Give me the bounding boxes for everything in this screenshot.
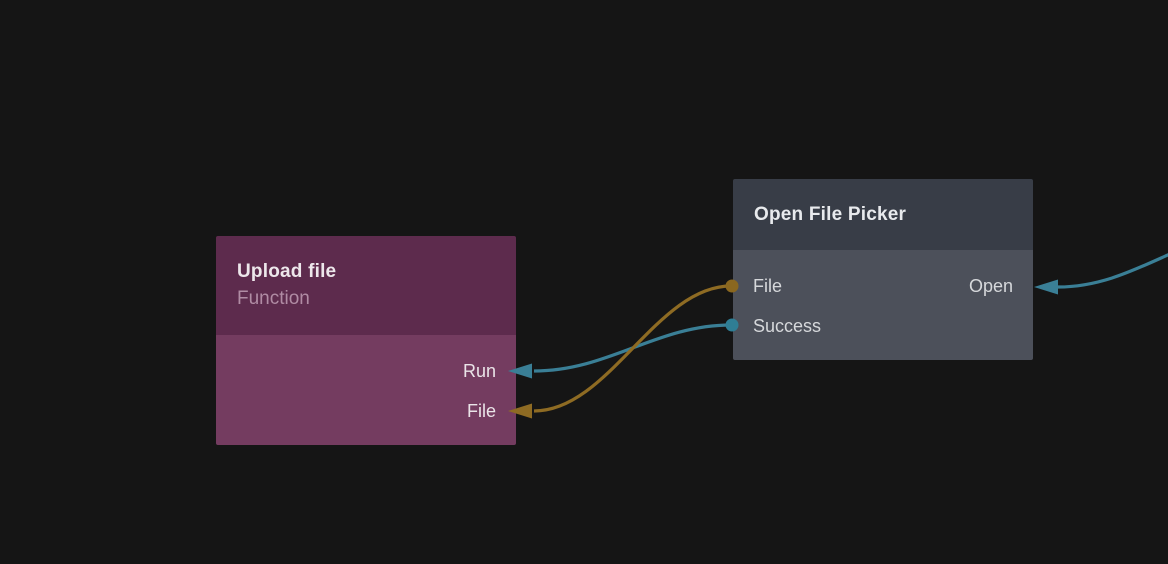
node-subtitle: Function (237, 287, 310, 309)
port-file-input[interactable]: File (466, 401, 496, 421)
node-upload-file-header[interactable]: Upload file Function (216, 236, 516, 335)
port-row-run[interactable]: Run (216, 351, 516, 391)
node-open-file-picker-header[interactable]: Open File Picker (733, 179, 1033, 250)
port-run-input[interactable]: Run (462, 361, 496, 381)
port-row-file-open[interactable]: File Open (733, 266, 1033, 306)
port-file-output[interactable]: File (753, 276, 783, 296)
arrowhead-open-input[interactable] (1034, 279, 1058, 295)
node-open-file-picker[interactable]: Open File Picker File Open Success (733, 179, 1033, 360)
port-open-input[interactable]: Open (968, 276, 1013, 296)
node-title: Open File Picker (754, 203, 907, 225)
node-upload-file-ports: Run File (216, 335, 516, 445)
wire-offscreen-to-open[interactable] (1057, 230, 1168, 289)
wire-file-to-file[interactable] (533, 284, 732, 413)
node-upload-file[interactable]: Upload file Function Run File (216, 236, 516, 445)
port-success-output[interactable]: Success (753, 316, 822, 336)
port-row-file[interactable]: File (216, 391, 516, 431)
port-row-success[interactable]: Success (733, 306, 1033, 346)
node-title: Upload file (237, 260, 337, 282)
wire-success-to-run[interactable] (533, 323, 732, 373)
node-open-file-picker-ports: File Open Success (733, 250, 1033, 360)
